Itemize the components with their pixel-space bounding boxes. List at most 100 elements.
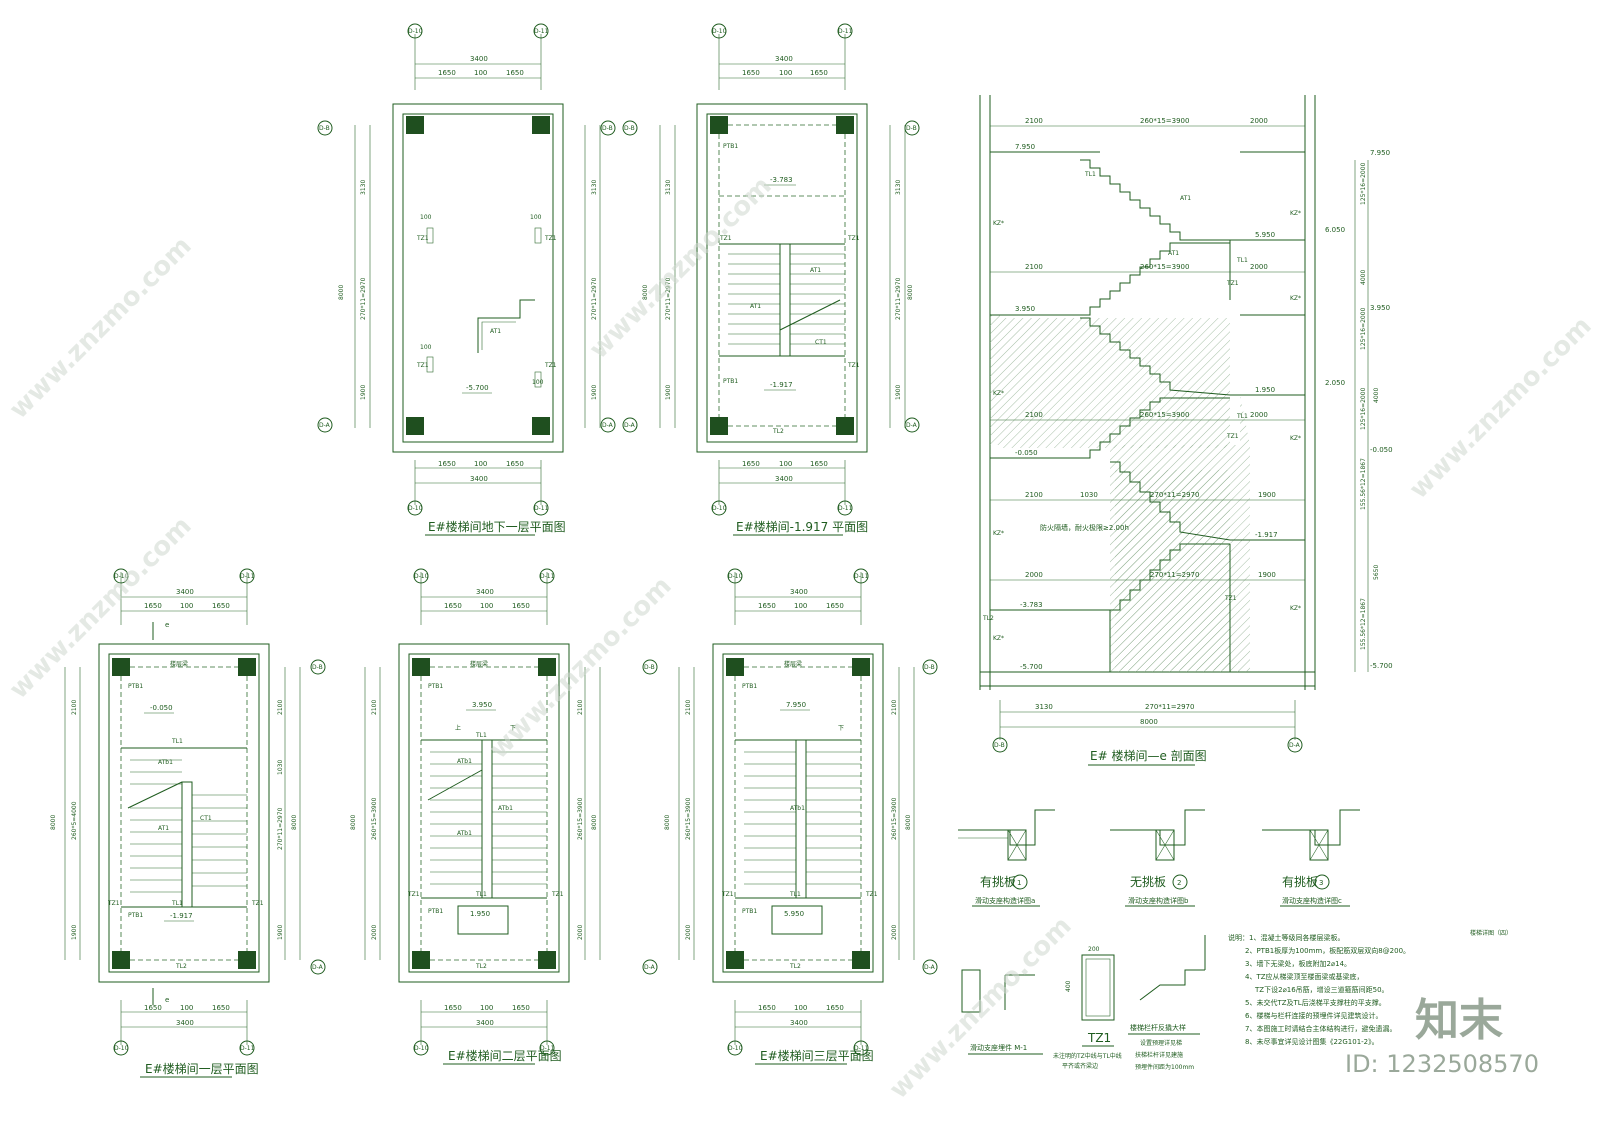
dim-bottom: 1900 xyxy=(895,385,902,400)
column xyxy=(406,116,424,134)
slab-label: PTB1 xyxy=(128,912,143,919)
fire-wall-note: 防火隔墙，耐火极限≥2.00h xyxy=(1040,523,1129,532)
elevation-mark: 7.950 xyxy=(1015,143,1035,151)
column-label: KZ* xyxy=(993,390,1004,397)
dim-left: 1650 xyxy=(742,460,760,468)
flight-label: AT1 xyxy=(1168,250,1179,257)
detail-title: 滑动支座构造详图a xyxy=(975,896,1035,905)
dim-top: 3130 xyxy=(360,180,367,195)
dim-right: 1650 xyxy=(512,602,530,610)
dim-mid: 100 xyxy=(794,602,807,610)
column xyxy=(726,658,744,676)
dim-mid: 100 xyxy=(474,460,487,468)
elevation-mark: 5.950 xyxy=(784,910,804,918)
tz-label: TZ1 xyxy=(847,362,860,369)
dim-100: 100 xyxy=(420,344,432,351)
slab-label: PTB1 xyxy=(128,683,143,690)
slab-label: PTB1 xyxy=(723,143,738,150)
column-label: KZ* xyxy=(993,220,1004,227)
flight-label: ATb1 xyxy=(790,805,805,812)
note-line: TZ下设2⌀16吊筋，增设三道箍筋间距50。 xyxy=(1254,985,1389,994)
dim-left: 1650 xyxy=(438,460,456,468)
grid-label: D-10 xyxy=(114,573,129,580)
grid-label: D-11 xyxy=(540,1045,555,1052)
dim-left: 1650 xyxy=(444,602,462,610)
dim-mid: 100 xyxy=(180,602,193,610)
beam-label: 楼层梁 xyxy=(470,660,488,668)
drawing-title: E#楼梯间三层平面图 xyxy=(760,1048,874,1063)
dim-top: 3130 xyxy=(591,180,598,195)
stair-well xyxy=(779,243,791,357)
tz-label: TZ1 xyxy=(407,891,420,898)
elevation-mark: 7.950 xyxy=(786,701,806,709)
dim-left: 1650 xyxy=(144,1004,162,1012)
dim-mid: 100 xyxy=(794,1004,807,1012)
dim-label: 2000 xyxy=(1250,117,1268,125)
dim-label: 2100 xyxy=(1025,491,1043,499)
dim-left: 1650 xyxy=(758,1004,776,1012)
tz-label: TZ1 xyxy=(107,900,120,907)
column-label: KZ* xyxy=(993,635,1004,642)
drawing-title: E# 楼梯间—e 剖面图 xyxy=(1090,748,1207,763)
grid-label: D-11 xyxy=(854,573,869,580)
dim-top: 2100 xyxy=(685,700,692,715)
dim-label: 260*15=3900 xyxy=(1140,263,1189,271)
dim-right: 1650 xyxy=(506,460,524,468)
slab-label: PTB1 xyxy=(428,683,443,690)
down-mark: 下 xyxy=(838,725,844,732)
elevation-mark: -5.700 xyxy=(1020,663,1043,671)
slab-label: PTB1 xyxy=(723,378,738,385)
grid-label: D-10 xyxy=(712,28,727,35)
dim-right: 1650 xyxy=(212,1004,230,1012)
beam-label: TL1 xyxy=(475,732,487,739)
stair-outline xyxy=(392,103,564,453)
dim-label: 5650 xyxy=(1373,565,1380,580)
stair-treads xyxy=(430,751,547,885)
down-mark: 下 xyxy=(510,725,516,732)
grid-label: D-10 xyxy=(114,1045,129,1052)
dim-mid: 100 xyxy=(480,1004,493,1012)
dim-total-height: 8000 xyxy=(338,285,345,300)
grid-bubble xyxy=(533,23,549,39)
stair-flight xyxy=(1080,397,1230,459)
dim-left: 1650 xyxy=(144,602,162,610)
dim-right: 1650 xyxy=(810,69,828,77)
elevation-mark: 3.950 xyxy=(472,701,492,709)
tz-label: TZ1 xyxy=(1226,280,1239,287)
dim-label: 1900 xyxy=(1258,571,1276,579)
column xyxy=(412,658,430,676)
dim-100: 100 xyxy=(420,214,432,221)
basement-plan: 3400 1650 100 1650 D-10 D-11 8000 3130 2… xyxy=(317,23,616,536)
grid-label: D-A xyxy=(602,422,614,429)
elevation-mark: 5.950 xyxy=(1255,231,1275,239)
dim-total-width: 3400 xyxy=(790,588,808,596)
detail-number: 2 xyxy=(1177,879,1181,887)
dim-100: 100 xyxy=(530,214,542,221)
drawing-title: E#楼梯间二层平面图 xyxy=(448,1048,562,1063)
dim-label: 125*16=2000 xyxy=(1360,307,1367,350)
stair-treads xyxy=(744,751,861,885)
grid-label: D-B xyxy=(312,664,323,671)
third-floor-plan: 3400 1650 100 1650 D-10 D-11 xyxy=(642,568,938,1065)
dim-right: 1650 xyxy=(826,1004,844,1012)
dim-label: 155.56*12=1867 xyxy=(1360,598,1367,650)
column xyxy=(852,658,870,676)
dim-total-width: 3400 xyxy=(775,475,793,483)
flight-label: ATb1 xyxy=(457,830,472,837)
beam-label: TL1 xyxy=(789,891,801,898)
dim-left: 1650 xyxy=(742,69,760,77)
dim-label: 1030 xyxy=(1080,491,1098,499)
watermark: www.znzmo.com xyxy=(1404,311,1598,505)
dim-total-height: 8000 xyxy=(50,815,57,830)
dim-total-width: 3400 xyxy=(176,1019,194,1027)
dim-bottom: 1900 xyxy=(277,925,284,940)
slab-label: PTB1 xyxy=(428,908,443,915)
dim-label: 2000 xyxy=(1250,263,1268,271)
detail-title: TZ1 xyxy=(1087,1031,1111,1045)
stair-flight xyxy=(1080,242,1230,316)
grid-label: D-11 xyxy=(854,1045,869,1052)
dim-label: 155.56*12=1867 xyxy=(1360,458,1367,510)
tz-label: TZ1 xyxy=(1226,433,1239,440)
column xyxy=(112,951,130,969)
tz-label: TZ1 xyxy=(551,891,564,898)
